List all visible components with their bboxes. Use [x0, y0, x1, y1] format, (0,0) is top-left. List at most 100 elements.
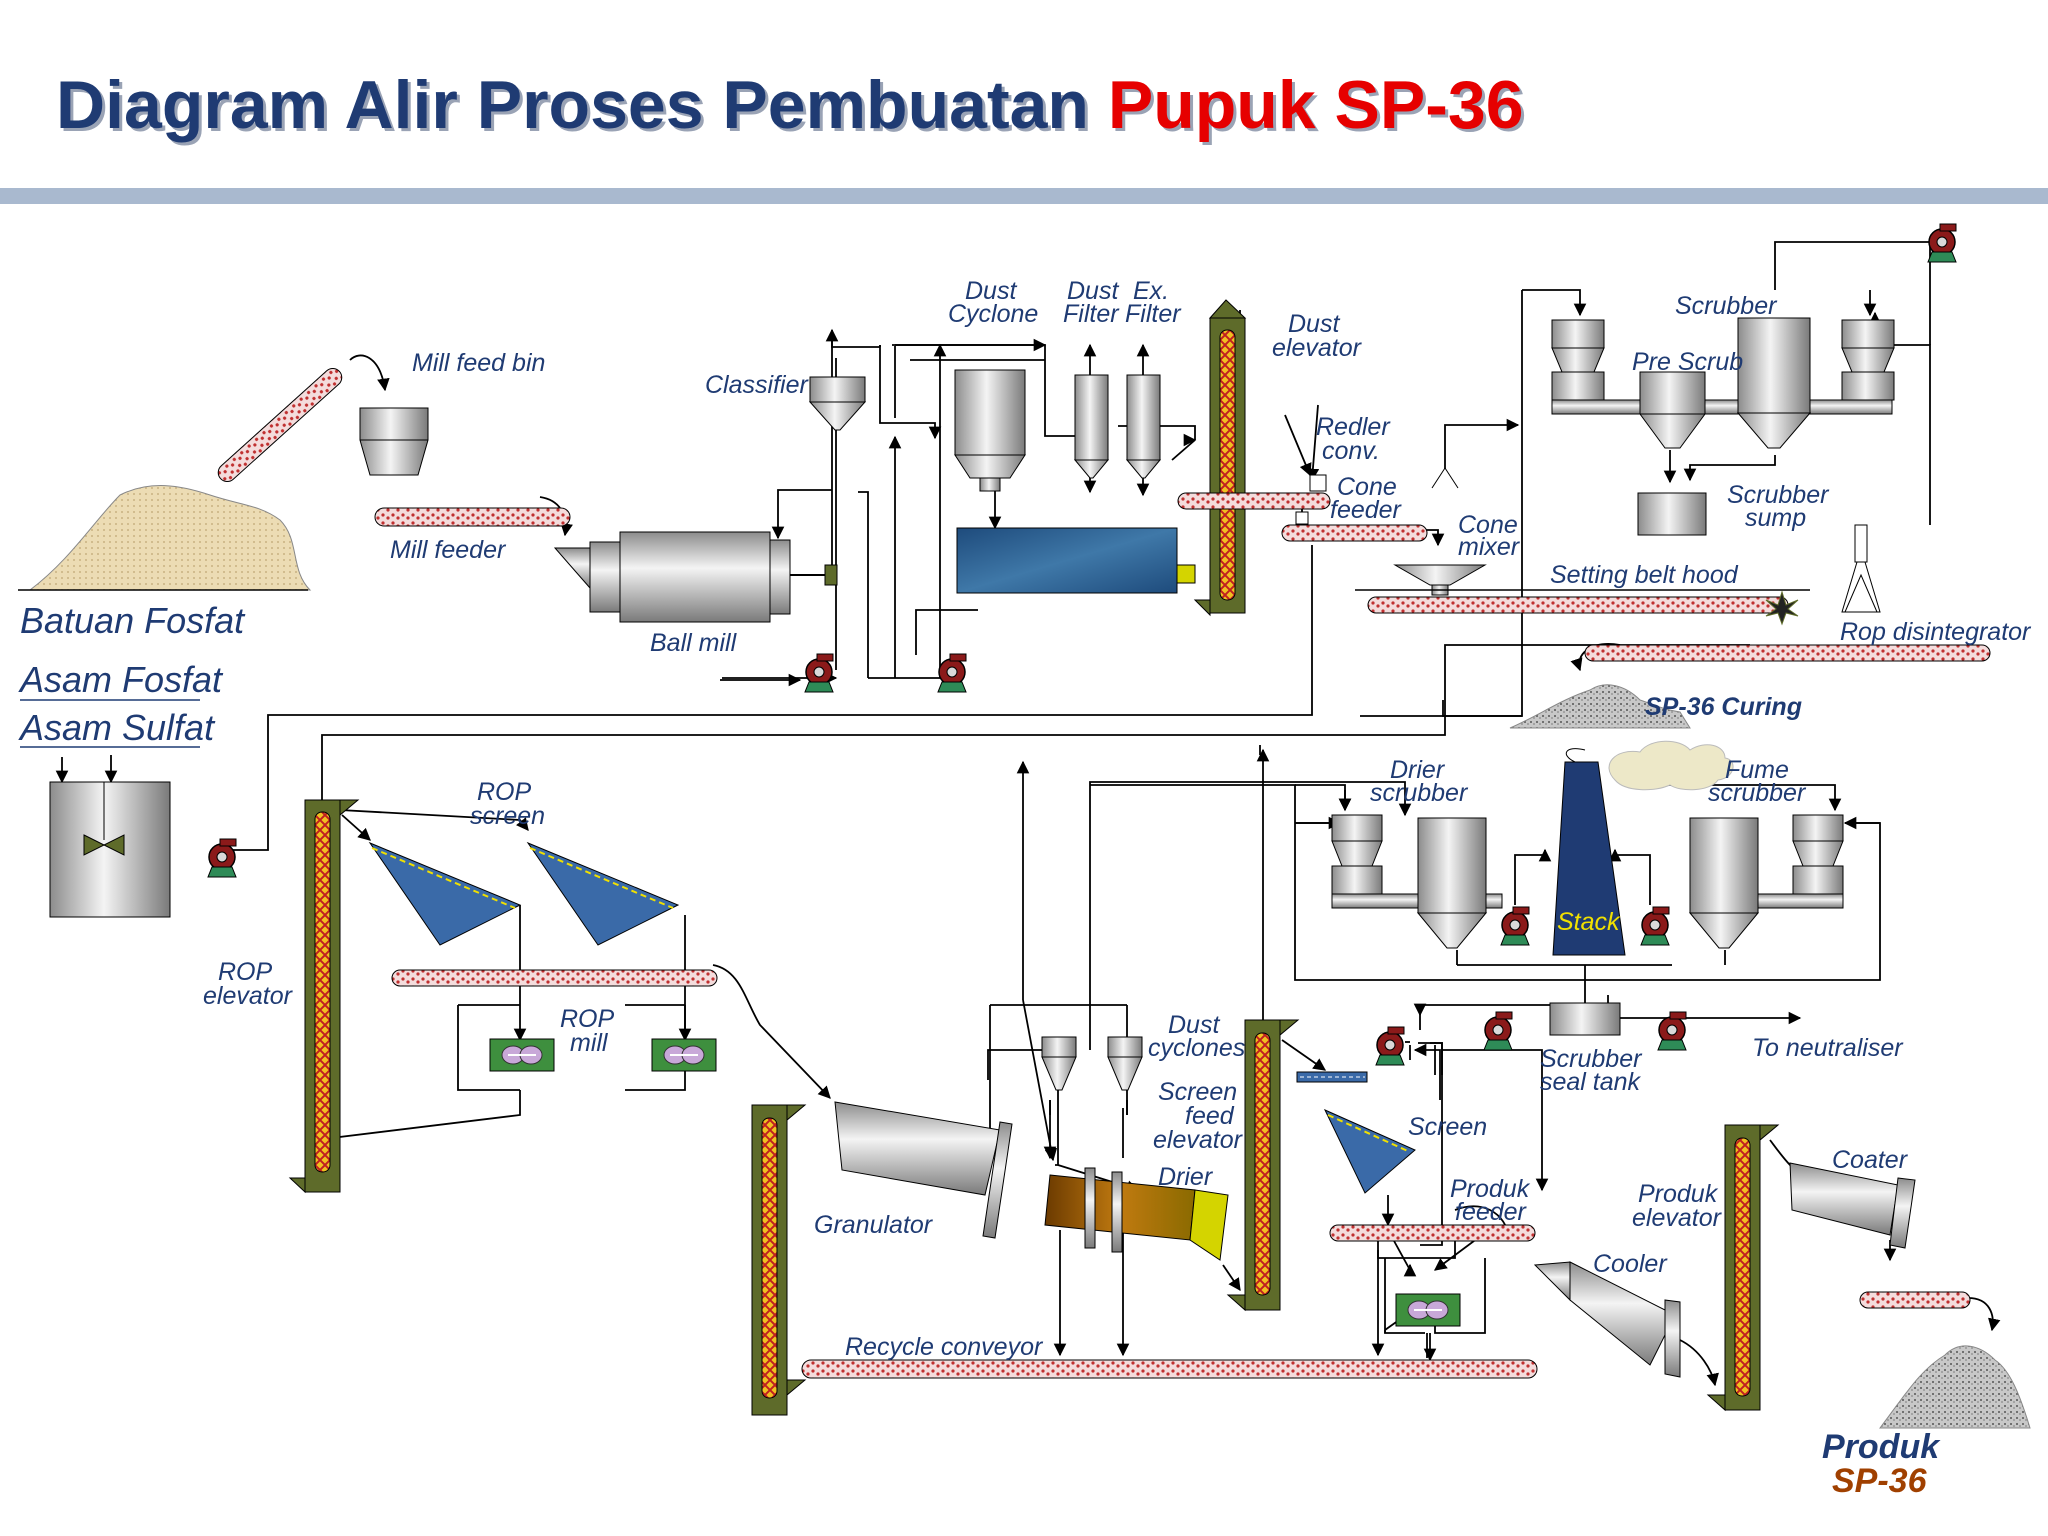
- label-asam-sulfat: Asam Sulfat: [18, 707, 216, 748]
- label-rop-mill-1: ROP: [560, 1005, 615, 1033]
- vent-triangle: [1431, 467, 1459, 489]
- product-mill: [1395, 1293, 1461, 1327]
- label-dust-cyclone-2: Cyclone: [948, 300, 1038, 328]
- label-drier-scrubber-2: scrubber: [1370, 779, 1469, 807]
- dust-cyclone-lower-2: [1107, 1036, 1143, 1091]
- fume-scrubber: [1688, 817, 1760, 949]
- label-ex-filter-2: Filter: [1125, 300, 1182, 328]
- rop-disintegrator: [1841, 524, 1881, 613]
- label-batuan-fosfat: Batuan Fosfat: [20, 600, 246, 641]
- redler-box: [1309, 474, 1327, 492]
- label-recycle-conveyor: Recycle conveyor: [845, 1333, 1044, 1361]
- label-scrubber-seal-tank-2: seal tank: [1540, 1068, 1642, 1096]
- produk-elevator: [1706, 1124, 1780, 1412]
- ball-mill: [553, 531, 838, 623]
- label-produk-elevator-2: elevator: [1632, 1204, 1723, 1232]
- rop-screen-2: [526, 841, 680, 946]
- label-screen: Screen: [1408, 1113, 1487, 1141]
- pre-scrubber-left: [1551, 319, 1605, 401]
- scrubber-duct: [1551, 399, 1893, 415]
- stack: [1552, 748, 1626, 956]
- label-fume-scrubber-1: Fume: [1725, 756, 1789, 784]
- label-pre-scrub: Pre Scrub: [1632, 348, 1743, 376]
- label-fume-scrubber-2: scrubber: [1708, 779, 1807, 807]
- den-reactor: [956, 527, 1178, 594]
- page-title: Diagram Alir Proses Pembuatan Pupuk SP-3…: [56, 66, 1524, 144]
- title-part1: Diagram Alir Proses Pembuatan: [56, 67, 1089, 143]
- sp36-curing-pile: [1509, 684, 1691, 729]
- coater-belt: [1859, 1291, 1971, 1309]
- label-drier-scrubber-1: Drier: [1390, 756, 1446, 784]
- label-ex-filter-1: Ex.: [1133, 277, 1169, 305]
- fan-icon: [1927, 223, 1957, 263]
- label-produk-elevator-1: Produk: [1638, 1180, 1719, 1208]
- label-redler-1: Redler: [1316, 413, 1391, 441]
- mill-feed-bin: [359, 407, 429, 476]
- label-rop-disintegrator: Rop disintegrator: [1840, 618, 2032, 646]
- drier: [1044, 1167, 1229, 1261]
- label-to-neutraliser: To neutraliser: [1752, 1034, 1904, 1062]
- label-setting-belt-hood: Setting belt hood: [1550, 561, 1739, 589]
- title-part2: Pupuk SP-36: [1107, 67, 1524, 143]
- phosphate-rock-pile: [28, 485, 312, 591]
- fume-scrubber-duct: [1757, 893, 1844, 909]
- rop-screen-1: [368, 841, 522, 946]
- label-dust-filter-1: Dust: [1067, 277, 1119, 305]
- label-cooler: Cooler: [1593, 1250, 1668, 1278]
- label-produk-feeder-2: feeder: [1455, 1198, 1528, 1226]
- label-screen-feed-elevator-3: elevator: [1153, 1126, 1244, 1154]
- fume-prescrubber: [1792, 814, 1844, 895]
- fume-fan-icon: [1640, 906, 1670, 946]
- label-rop-screen-1: ROP: [477, 778, 532, 806]
- fume-cloud: [1608, 740, 1734, 791]
- label-dust-elevator-2: elevator: [1272, 334, 1363, 362]
- label-cone-feeder-1: Cone: [1337, 473, 1397, 501]
- setting-belt: [1367, 596, 1789, 614]
- dust-cyclone: [954, 369, 1026, 492]
- label-granulator: Granulator: [814, 1211, 934, 1239]
- cone-feeder-box: [1295, 511, 1309, 525]
- label-rop-elevator-2: elevator: [203, 982, 294, 1010]
- pre-scrubber-right: [1841, 319, 1895, 401]
- label-mill-feed-bin: Mill feed bin: [412, 349, 545, 377]
- label-rop-screen-2: screen: [470, 802, 545, 830]
- label-asam-fosfat: Asam Fosfat: [18, 659, 224, 700]
- label-stack: Stack: [1557, 908, 1621, 936]
- label-redler-2: conv.: [1322, 437, 1380, 465]
- label-scrubber: Scrubber: [1675, 292, 1778, 320]
- cooler: [1533, 1261, 1681, 1378]
- rop-mill-1: [489, 1038, 555, 1072]
- label-cone-mixer-2: mixer: [1458, 533, 1521, 561]
- label-produk-2: SP-36: [1832, 1462, 1928, 1500]
- label-screen-feed-elevator-2: feed: [1185, 1102, 1235, 1130]
- label-mill-feeder: Mill feeder: [390, 536, 507, 564]
- acid-pump-icon: [207, 838, 237, 878]
- label-scrubber-seal-tank-1: Scrubber: [1540, 1045, 1643, 1073]
- label-cone-mixer-1: Cone: [1458, 511, 1518, 539]
- label-rop-mill-2: mill: [570, 1029, 609, 1057]
- rop-mill-2: [651, 1038, 717, 1072]
- mill-feeder-belt: [374, 507, 571, 527]
- label-scrubber-sump-1: Scrubber: [1727, 481, 1830, 509]
- produk-feeder-belt: [1329, 1224, 1536, 1242]
- label-scrubber-sump-2: sump: [1745, 504, 1806, 532]
- label-cone-feeder-2: feeder: [1330, 496, 1403, 524]
- pre-scrub-vessel: [1639, 371, 1706, 449]
- drier-fan-icon: [1500, 906, 1530, 946]
- label-dust-elevator-1: Dust: [1288, 310, 1340, 338]
- title-divider: [0, 188, 2048, 204]
- dust-filter: [1073, 374, 1110, 479]
- main-scrubber: [1736, 317, 1812, 449]
- label-produk-feeder-1: Produk: [1450, 1175, 1531, 1203]
- ex-filter: [1125, 374, 1162, 479]
- coater: [1789, 1162, 1916, 1249]
- label-coater: Coater: [1832, 1146, 1909, 1174]
- label-dust-cyclones-1: Dust: [1168, 1011, 1220, 1039]
- pump-icon-3: [1375, 1026, 1405, 1066]
- acid-mixer-tank: [49, 781, 171, 918]
- den-outlet: [1176, 564, 1196, 584]
- pump-icon-2: [937, 653, 967, 693]
- drier-prescrubber: [1331, 814, 1383, 895]
- produk-pile: [1878, 1345, 2031, 1429]
